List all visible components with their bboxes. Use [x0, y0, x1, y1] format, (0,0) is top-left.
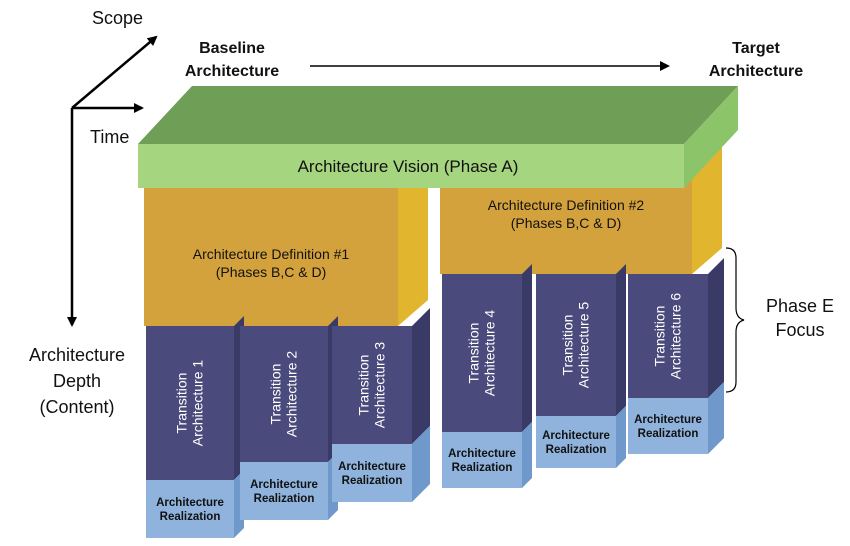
transition-3-label: TransitionArchitecture 3 — [356, 342, 388, 429]
vision-slab-label: Architecture Vision (Phase A) — [298, 157, 519, 176]
phase-e-brace — [725, 247, 745, 393]
definition-1-label-line-2: (Phases B,C & D) — [216, 264, 326, 280]
realization-3-front — [332, 444, 412, 502]
transition-2-label-line-2: Architecture 2 — [284, 351, 300, 438]
realization-2-label-line-1: Architecture — [250, 479, 318, 491]
realization-1-front — [146, 480, 234, 538]
realization-2-label-line-2: Realization — [254, 493, 315, 505]
definition-1-front — [144, 186, 398, 326]
transition-column-1: TransitionArchitecture 1 ArchitectureReal… — [146, 316, 244, 538]
transition-6-label: TransitionArchitecture 6 — [652, 293, 684, 380]
vision-slab-front — [138, 144, 684, 188]
realization-5-front — [536, 416, 616, 468]
definition-1-label-line-1: Architecture Definition #1 — [193, 246, 350, 262]
depth-axis-label-line-3: (Content) — [39, 397, 114, 417]
transition-3-label-line-1: Transition — [356, 355, 372, 416]
baseline-label-line-1: Baseline — [199, 40, 265, 57]
realization-1-label-line-2: Realization — [160, 511, 221, 523]
realization-5-label-line-1: Architecture — [542, 430, 610, 442]
realization-5-side — [616, 406, 626, 468]
realization-4-label-line-2: Realization — [452, 462, 513, 474]
transition-columns: TransitionArchitecture 1ArchitectureReal… — [146, 258, 724, 538]
realization-3-label-line-2: Realization — [342, 475, 403, 487]
transition-3-side — [412, 308, 430, 444]
transition-4-label-line-1: Transition — [466, 323, 482, 384]
transition-column-2: TransitionArchitecture 2 ArchitectureReal… — [240, 316, 338, 520]
phase-e-label-line-1: Phase E — [766, 296, 834, 316]
transition-column-6: TransitionArchitecture 6 ArchitectureReal… — [628, 258, 724, 454]
target-label-line-2: Architecture — [709, 63, 803, 80]
realization-2-front — [240, 462, 328, 520]
baseline-target-header: Baseline Architecture Target Architectur… — [185, 40, 803, 80]
realization-4-front — [442, 432, 522, 488]
transition-1-label-line-1: Transition — [174, 373, 190, 434]
phase-e-focus: Phase E Focus — [725, 247, 834, 393]
transition-2-front — [240, 326, 328, 462]
transition-column-4: TransitionArchitecture 4 ArchitectureReal… — [442, 264, 532, 488]
vision-slab-side — [684, 86, 738, 188]
definition-2-label-line-2: (Phases B,C & D) — [511, 215, 621, 231]
realization-1-label-line-1: Architecture — [156, 497, 224, 509]
realization-3-label-line-1: Architecture — [338, 461, 406, 473]
scope-axis-arrow — [71, 35, 158, 109]
time-axis-label: Time — [90, 127, 129, 147]
transition-3-front — [332, 326, 412, 444]
definition-1-side — [398, 160, 428, 326]
baseline-label-line-2: Architecture — [185, 63, 279, 80]
axes: Scope Time Architecture Depth (Content) — [29, 8, 158, 417]
transition-6-side — [708, 258, 724, 398]
transition-column-3: TransitionArchitecture 3 ArchitectureReal… — [332, 308, 430, 502]
scope-axis-label: Scope — [92, 8, 143, 28]
definition-2-label-line-1: Architecture Definition #2 — [488, 197, 645, 213]
transition-3-label-line-2: Architecture 3 — [372, 342, 388, 429]
transition-5-label: TransitionArchitecture 5 — [560, 302, 592, 389]
definition-2-side — [692, 144, 722, 274]
transition-4-label: TransitionArchitecture 4 — [466, 310, 498, 397]
transition-5-label-line-1: Transition — [560, 315, 576, 376]
realization-4-side — [522, 422, 532, 488]
vision-slab-top — [138, 86, 738, 144]
transition-6-label-line-1: Transition — [652, 306, 668, 367]
transition-4-label-line-2: Architecture 4 — [482, 310, 498, 397]
transition-6-front — [628, 274, 708, 398]
transition-5-front — [536, 274, 616, 416]
phase-e-label-line-2: Focus — [775, 320, 824, 340]
realization-4-label-line-1: Architecture — [448, 448, 516, 460]
definition-1-block: Architecture Definition #1 (Phases B,C &… — [144, 160, 428, 326]
transition-1-front — [146, 326, 234, 480]
transition-4-side — [522, 264, 532, 432]
transition-5-side — [616, 264, 626, 416]
transition-1-label-line-2: Architecture 1 — [190, 360, 206, 447]
transition-2-label: TransitionArchitecture 2 — [268, 351, 300, 438]
target-label-line-1: Target — [732, 40, 780, 57]
transition-2-label-line-1: Transition — [268, 364, 284, 425]
vision-slab: Architecture Vision (Phase A) — [138, 86, 738, 188]
realization-6-side — [708, 382, 724, 454]
realization-3-side — [412, 426, 430, 502]
realization-6-label-line-1: Architecture — [634, 414, 702, 426]
realization-6-front — [628, 398, 708, 454]
transition-5-label-line-2: Architecture 5 — [576, 302, 592, 389]
realization-6-label-line-2: Realization — [638, 428, 699, 440]
transition-1-label: TransitionArchitecture 1 — [174, 360, 206, 447]
transition-4-front — [442, 274, 522, 432]
realization-5-label-line-2: Realization — [546, 444, 607, 456]
transition-6-label-line-2: Architecture 6 — [668, 293, 684, 380]
depth-axis-label-line-2: Depth — [53, 371, 101, 391]
depth-axis-label-line-1: Architecture — [29, 345, 125, 365]
transition-column-5: TransitionArchitecture 5 ArchitectureReal… — [536, 264, 626, 468]
